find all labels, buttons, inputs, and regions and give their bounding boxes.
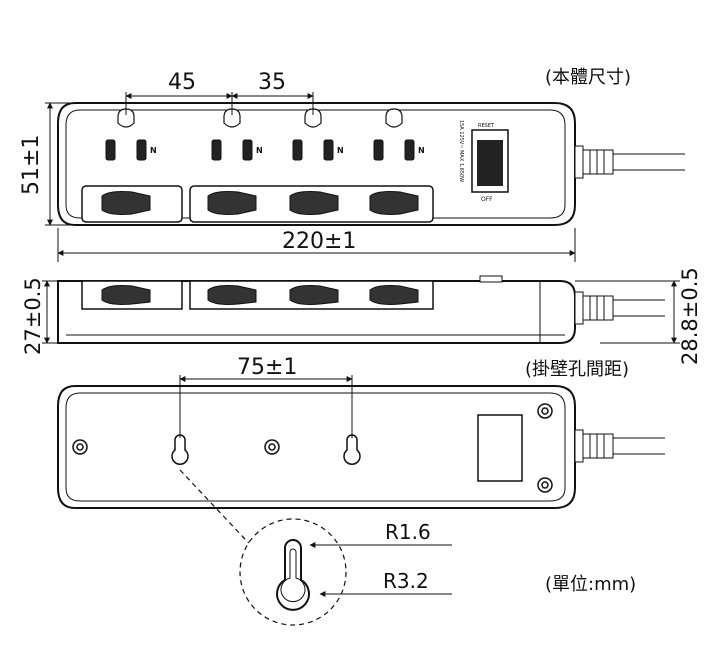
hang-hole-spacing-title: (掛壁孔間距) [525, 359, 629, 380]
keyhole-detail [179, 469, 452, 626]
side-view-dimensions [42, 280, 680, 344]
neutral-mark: N [256, 146, 263, 155]
side-view [57, 275, 665, 344]
screw-icon [72, 403, 553, 493]
rating-label: 15A 125V~ MAX 1,650W [458, 120, 464, 182]
dim-height: 51±1 [19, 135, 44, 195]
ground-pins [117, 108, 403, 128]
rocker-switches [101, 191, 419, 215]
dim-45: 45 [168, 70, 196, 95]
off-label: OFF [481, 196, 493, 203]
dim-hole-spacing: 75±1 [237, 355, 297, 380]
dim-length: 220±1 [282, 229, 356, 254]
dim-35: 35 [258, 70, 286, 95]
top-view-dimensions [45, 92, 576, 262]
unit-title: (單位:mm) [545, 574, 636, 595]
body-size-title: (本體尺寸) [545, 67, 631, 88]
dim-radius-large: R3.2 [383, 569, 429, 593]
dim-cable-diameter: 28.8±0.5 [678, 267, 702, 365]
bottom-view [57, 385, 665, 509]
neutral-mark: N [150, 146, 157, 155]
dim-radius-small: R1.6 [385, 520, 431, 544]
bottom-view-dimensions [179, 375, 353, 438]
top-view: N N N N RESET OFF 15A 125V~ MAX 1,650W [57, 102, 685, 226]
neutral-mark: N [418, 146, 425, 155]
cord-top [574, 145, 685, 179]
socket-slots [105, 139, 415, 161]
neutral-mark: N [337, 146, 344, 155]
reset-label: RESET [478, 123, 495, 129]
dim-side-thickness: 27±0.5 [21, 277, 45, 355]
